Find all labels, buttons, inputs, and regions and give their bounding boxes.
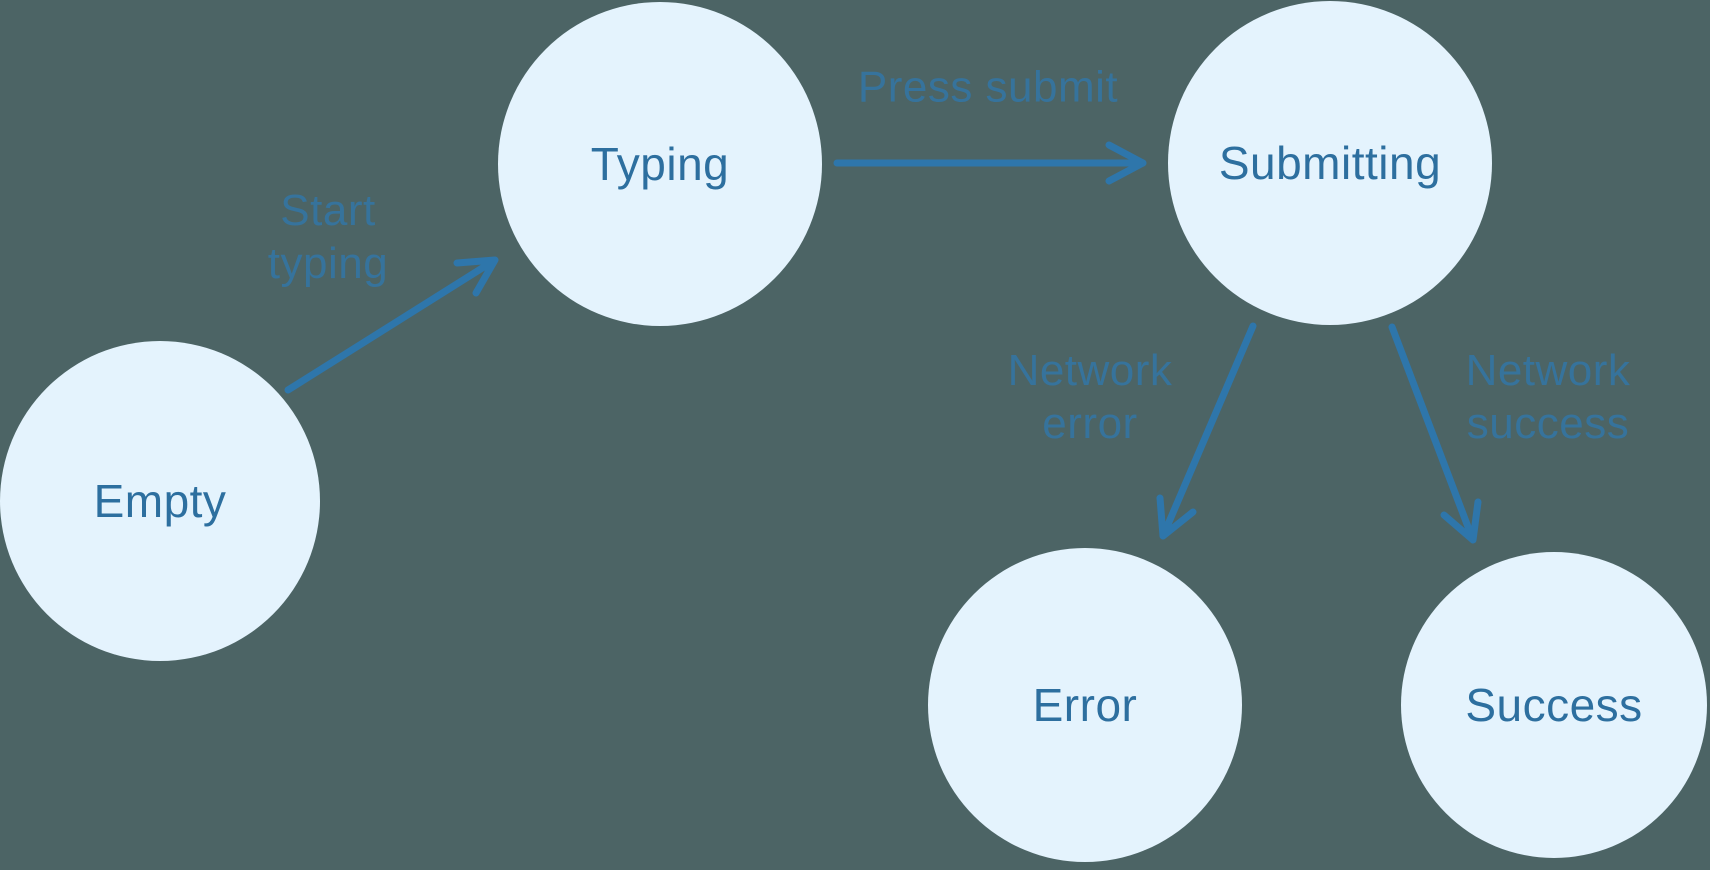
- state-label-error: Error: [1032, 679, 1138, 731]
- state-label-success: Success: [1465, 679, 1643, 731]
- state-node-success: Success: [1401, 552, 1707, 858]
- state-node-empty: Empty: [0, 341, 320, 661]
- state-label-typing: Typing: [590, 138, 730, 190]
- state-label-empty: Empty: [93, 475, 227, 527]
- edge-label-press-submit: Press submit: [857, 62, 1119, 112]
- arrow-typing-to-submitting: [833, 141, 1147, 185]
- edge-label-network-success: Network success: [1465, 346, 1631, 448]
- state-node-typing: Typing: [498, 2, 822, 326]
- edge-label-start-typing: Start typing: [267, 186, 389, 288]
- state-label-submitting: Submitting: [1218, 137, 1442, 189]
- edge-label-network-error: Network error: [1007, 346, 1173, 448]
- state-node-error: Error: [928, 548, 1242, 862]
- state-node-submitting: Submitting: [1168, 1, 1492, 325]
